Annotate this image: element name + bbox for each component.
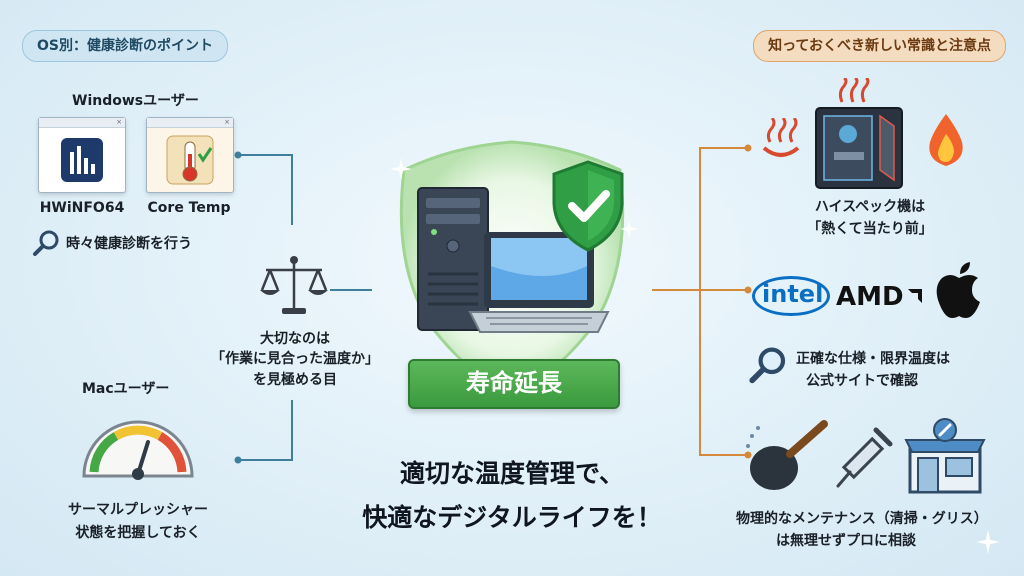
magnifier-icon <box>749 347 786 384</box>
high-spec-line-1: ハイスペック機は <box>814 199 926 215</box>
gaming-pc-icon <box>815 107 903 189</box>
scale-icon <box>260 256 328 314</box>
intel-logo <box>752 276 830 316</box>
windows-user-title: Windowsユーザー <box>72 93 199 109</box>
core-temp-window: × <box>146 117 234 193</box>
core-temp-label: Core Temp <box>147 200 231 216</box>
intel-logo-text: intel <box>762 280 824 308</box>
new-common-sense-header: 知っておくべき新しい常識と注意点 <box>753 30 1006 62</box>
apple-icon <box>936 262 980 318</box>
hwinfo-icon <box>61 138 103 182</box>
laptop-icon <box>468 232 610 333</box>
pc-tower-icon <box>417 187 489 331</box>
mac-line-1: サーマルプレッシャー <box>68 502 208 518</box>
amd-logo-text: AMD <box>836 282 904 312</box>
hot-spring-icon <box>838 78 870 103</box>
hwinfo-label: HWiNFO64 <box>39 200 125 216</box>
mac-line-2: 状態を把握しておく <box>75 525 201 541</box>
hwinfo-window: × <box>38 117 126 193</box>
syringe-icon <box>836 427 893 488</box>
maintenance-line-2: は無理せずプロに相談 <box>776 533 916 549</box>
hot-spring-icon <box>762 118 800 157</box>
air-blower-icon <box>746 420 828 490</box>
judge-line-3: を見極める目 <box>253 372 337 388</box>
shield-check-icon <box>552 160 624 252</box>
sparkle-icon <box>620 220 638 238</box>
sparkle-icon <box>390 158 412 180</box>
life-extension-banner: 寿命延長 <box>408 359 620 409</box>
fire-icon <box>929 114 963 166</box>
thermometer-icon <box>166 135 214 185</box>
magnifier-icon <box>33 230 59 256</box>
spec-line-2: 公式サイトで確認 <box>806 373 918 389</box>
os-health-header: OS別：健康診断のポイント <box>22 30 228 62</box>
amd-arrow-icon <box>908 289 922 303</box>
main-message-line-1: 適切な温度管理で、 <box>399 459 624 488</box>
main-message-line-2: 快適なデジタルライフを！ <box>362 503 662 532</box>
sparkle-icon <box>976 530 1000 554</box>
mac-user-title: Macユーザー <box>82 381 170 397</box>
high-spec-line-2: 「熱くて当たり前」 <box>807 221 933 237</box>
spec-line-1: 正確な仕様・限界温度は <box>796 351 950 367</box>
maintenance-line-1: 物理的なメンテナンス（清掃・グリス） <box>736 511 988 527</box>
judge-line-1: 大切なのは <box>260 331 330 347</box>
health-check-text: 時々健康診断を行う <box>66 236 192 252</box>
judge-line-2: 「作業に見合った温度か」 <box>211 351 379 367</box>
repair-shop-icon <box>904 418 986 494</box>
gauge-icon <box>82 420 194 480</box>
